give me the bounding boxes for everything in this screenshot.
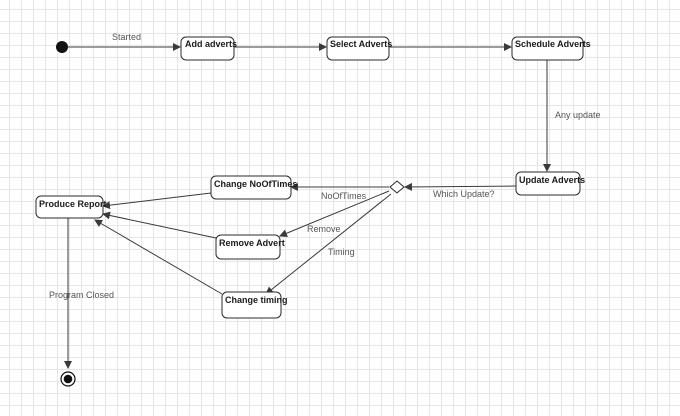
edge-decision-to-remove[interactable] — [279, 190, 390, 238]
edge-remove-to-report[interactable] — [102, 211, 217, 239]
state-produce-report-label: Produce Report — [39, 199, 107, 209]
edge-timing-to-report[interactable] — [94, 219, 223, 295]
state-add-adverts-box — [180, 36, 235, 61]
final-node[interactable] — [60, 371, 76, 387]
state-change-timing-box — [221, 291, 282, 319]
state-remove-advert[interactable]: Remove Advert — [215, 234, 285, 260]
decision-node[interactable] — [389, 180, 405, 194]
state-remove-advert-label: Remove Advert — [219, 238, 285, 248]
label-nooftimes: NoOfTimes — [321, 191, 367, 201]
state-update-adverts-label: Update Adverts — [519, 175, 585, 185]
state-remove-advert-box — [215, 234, 281, 260]
state-update-adverts-box — [515, 171, 581, 196]
state-produce-report[interactable]: Produce Report — [35, 195, 107, 219]
final-node-core — [63, 374, 73, 384]
label-which-update: Which Update? — [433, 189, 495, 199]
label-remove: Remove — [307, 224, 341, 234]
label-any-update: Any update — [555, 110, 601, 120]
edge-update-to-decision[interactable] — [404, 182, 517, 191]
label-timing: Timing — [328, 247, 355, 257]
label-program-closed: Program Closed — [49, 290, 114, 300]
state-schedule-adverts-label: Schedule Adverts — [515, 39, 591, 49]
state-add-adverts[interactable]: Add adverts — [180, 36, 237, 61]
state-change-nooftimes[interactable]: Change NoOfTimes — [210, 175, 297, 200]
state-select-adverts-box — [326, 36, 390, 61]
state-change-timing-label: Change timing — [225, 295, 288, 305]
state-add-adverts-label: Add adverts — [185, 39, 237, 49]
state-update-adverts[interactable]: Update Adverts — [515, 171, 585, 196]
state-select-adverts[interactable]: Select Adverts — [326, 36, 392, 61]
state-change-timing[interactable]: Change timing — [221, 291, 288, 319]
initial-node[interactable] — [56, 41, 68, 53]
state-schedule-adverts-box — [511, 36, 584, 61]
edge-nooftimes-to-report[interactable] — [102, 192, 212, 210]
state-produce-report-box — [35, 195, 104, 219]
label-started: Started — [112, 32, 141, 42]
state-change-nooftimes-box — [210, 175, 292, 200]
state-select-adverts-label: Select Adverts — [330, 39, 392, 49]
state-schedule-adverts[interactable]: Schedule Adverts — [511, 36, 591, 61]
state-change-nooftimes-label: Change NoOfTimes — [214, 179, 297, 189]
edge-decision-to-timing[interactable] — [265, 193, 392, 295]
